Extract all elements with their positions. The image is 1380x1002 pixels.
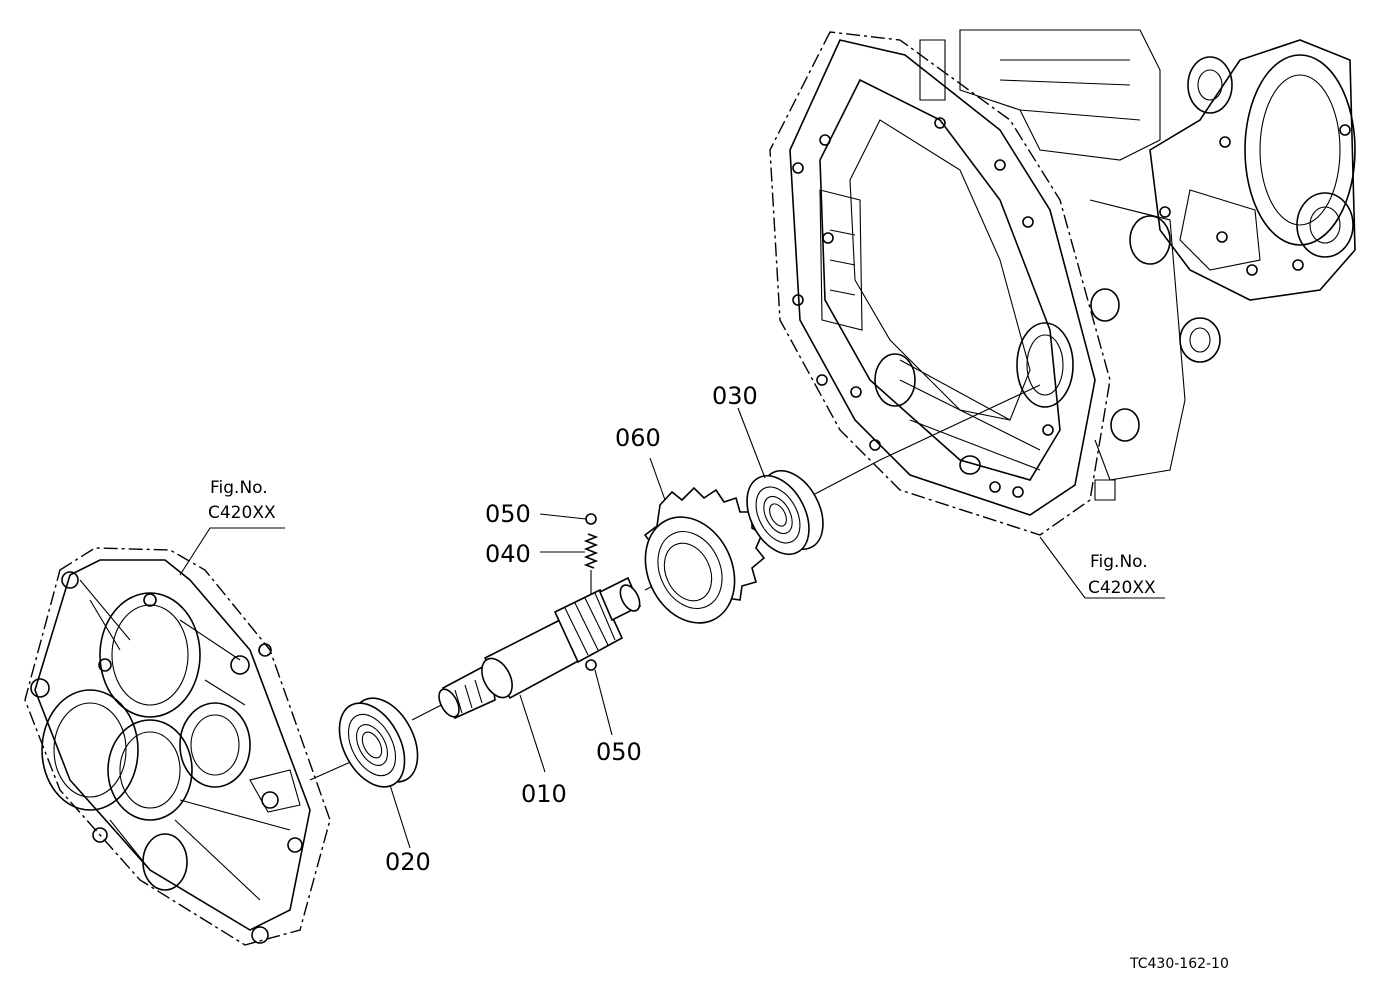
fig-ref-left-line2: C420XX bbox=[208, 503, 276, 523]
callout-010: 010 bbox=[521, 780, 567, 808]
leader-lines bbox=[179, 407, 1165, 849]
front-cover bbox=[24, 547, 331, 946]
callout-040: 040 bbox=[485, 540, 531, 568]
callout-030: 030 bbox=[712, 382, 758, 410]
bearing-020 bbox=[338, 697, 419, 788]
detent-ball-050-bottom bbox=[585, 659, 597, 671]
transmission-case bbox=[769, 29, 1356, 536]
fig-ref-left-line1: Fig.No. bbox=[210, 478, 268, 498]
shaft-010 bbox=[438, 576, 642, 720]
callout-020: 020 bbox=[385, 848, 431, 876]
drawing-id: TC430-162-10 bbox=[1129, 956, 1229, 972]
gear-060 bbox=[643, 486, 766, 624]
callout-050-bottom: 050 bbox=[596, 738, 642, 766]
callout-060: 060 bbox=[615, 424, 661, 452]
fig-ref-right-line2: C420XX bbox=[1088, 578, 1156, 598]
bearing-030 bbox=[746, 470, 824, 555]
detent-ball-050-top bbox=[585, 513, 597, 525]
detent-spring-040 bbox=[583, 533, 599, 595]
callout-050-top: 050 bbox=[485, 500, 531, 528]
fig-ref-right-line1: Fig.No. bbox=[1090, 552, 1148, 572]
